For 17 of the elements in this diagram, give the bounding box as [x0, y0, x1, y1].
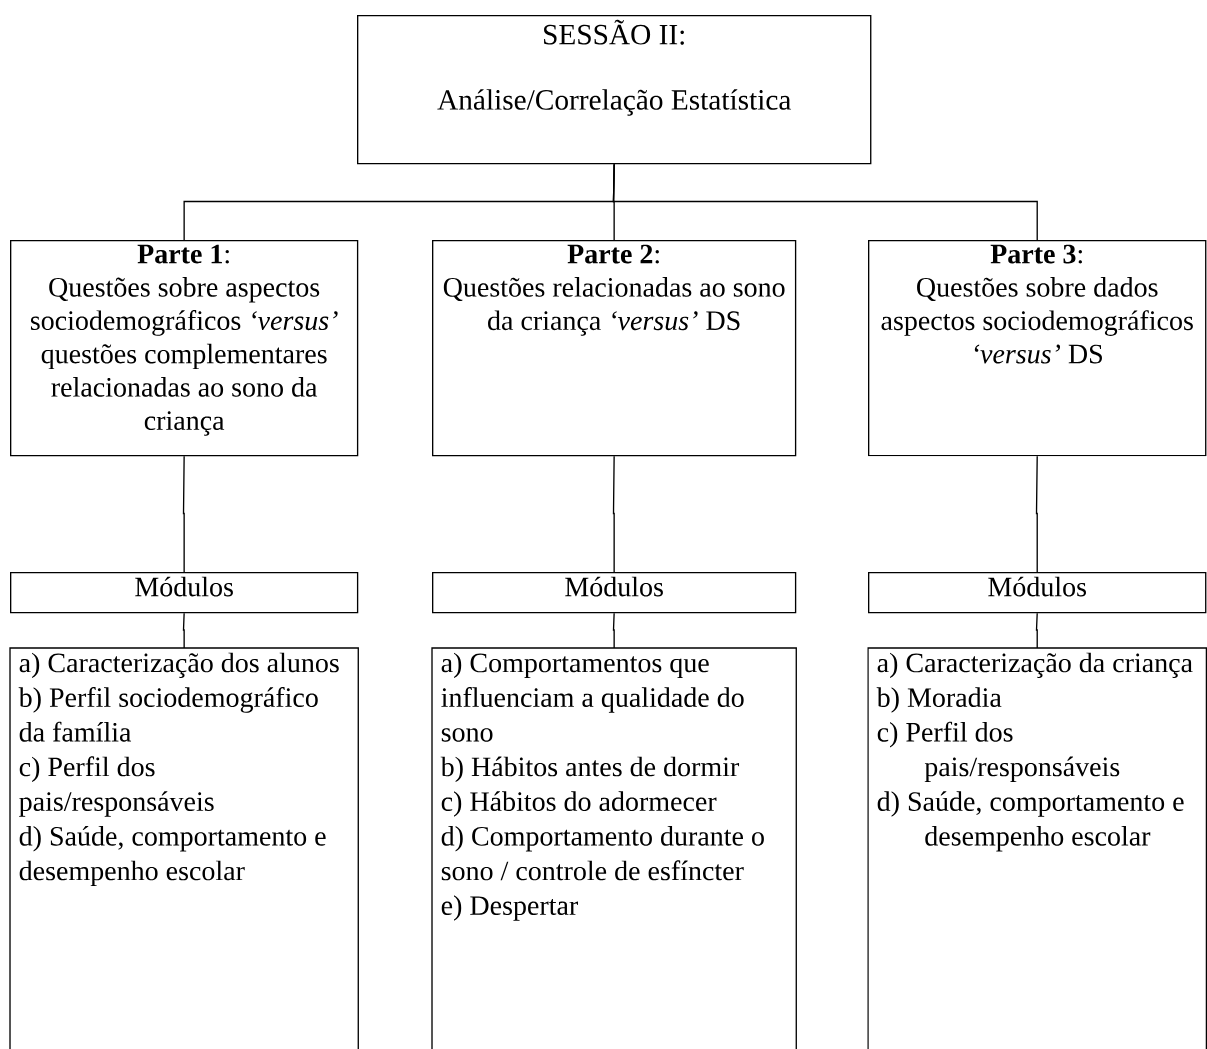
connector-line — [1035, 612, 1038, 649]
module-box: Módulos — [10, 572, 359, 614]
connector-line — [612, 612, 615, 649]
module-list-box: a) Caracterização dos alunos b) Perfil sociodemográfico da família c) Perfil dos pais/responsáveis d) Saúde, comportamento e desempenho escolar — [9, 647, 359, 1049]
connector-line — [1035, 455, 1038, 573]
part-box: Parte 3: Questões sobre dados aspectos sociodemográficos ‘versus’ DS — [868, 240, 1207, 457]
connector-line — [182, 455, 185, 573]
module-list-box: a) Caracterização da criança b) Moradia c) Perfil dos pais/responsáveis d) Saúde, comportamento e desempenho escolar — [867, 647, 1207, 1049]
title-box: SESSÃO II: Análise/Correlação Estatística — [357, 15, 872, 165]
connector-line — [182, 612, 185, 649]
module-list-box: a) Comportamentos que influenciam a qualidade do sono b) Hábitos antes de dormir c) Hábitos do adormecer d) Comportamento durante o sono / controle de esfíncter e) Despertar — [431, 647, 797, 1049]
part-box: Parte 1: Questões sobre aspectos sociodemográficos ‘versus’ questões complementares relacionadas ao sono da criança — [10, 240, 359, 457]
connector-line — [612, 455, 615, 573]
connector-line — [612, 163, 1038, 241]
module-box: Módulos — [432, 572, 797, 614]
part-box: Parte 2: Questões relacionadas ao sono da criança ‘versus’ DS — [432, 240, 797, 457]
module-box: Módulos — [868, 572, 1207, 614]
